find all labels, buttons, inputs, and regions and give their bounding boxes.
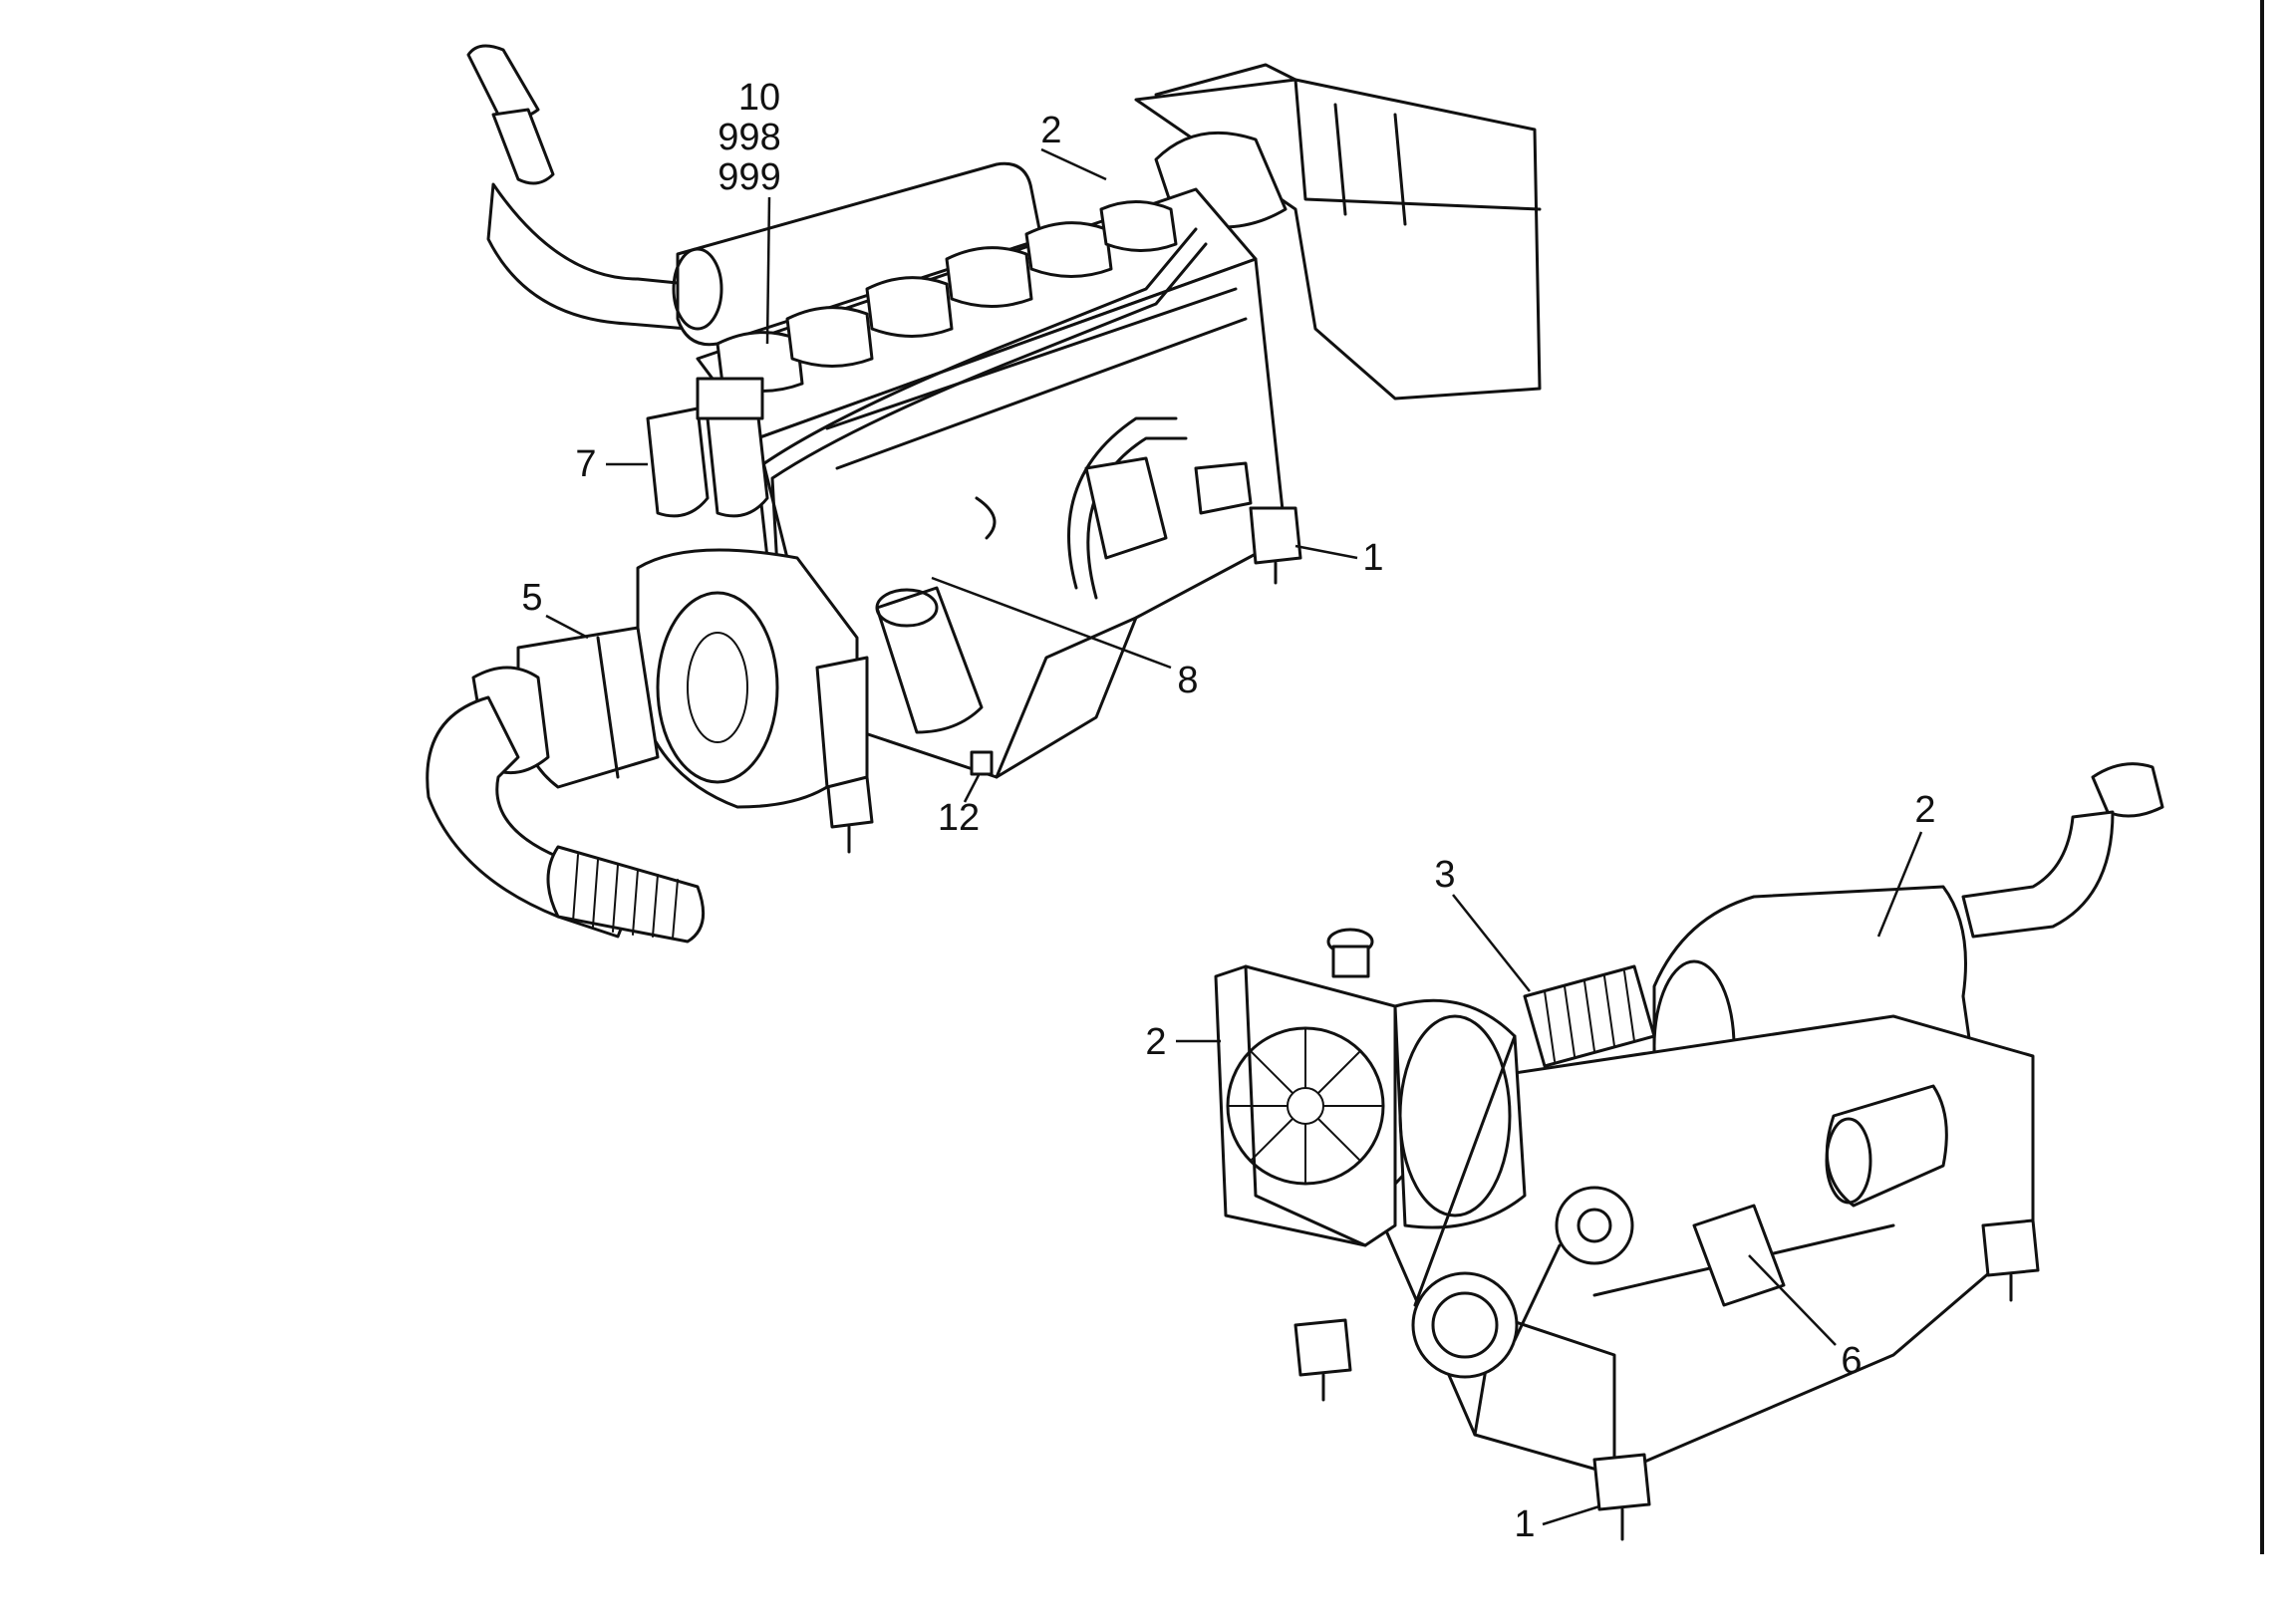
fuel-filters: [646, 377, 769, 518]
label-8: 8: [1177, 660, 1198, 701]
engine-rear-view-drawing: [426, 44, 1542, 944]
oil-filler-cap: [1326, 928, 1374, 978]
cooling-fan-shroud: [1214, 964, 1397, 1247]
label-2-top: 2: [1040, 110, 1061, 151]
leader-8: [931, 576, 1172, 670]
leader-2-top: [1040, 147, 1107, 181]
exhaust-pipe-front: [1961, 762, 2164, 939]
label-10: 10: [738, 77, 780, 119]
engine-mounts-top: [815, 506, 1302, 854]
label-998: 998: [718, 117, 780, 158]
leader-10: [765, 196, 771, 345]
label-1-bottom: 1: [1514, 1503, 1535, 1545]
leader-12: [963, 774, 981, 803]
label-1-top: 1: [1362, 537, 1383, 579]
blower-drum: [1393, 998, 1527, 1229]
label-7: 7: [575, 443, 596, 485]
starter-motor: [1692, 1084, 1948, 1307]
v-belt-drive: [1411, 1034, 1634, 1379]
engine-mounts-front: [1293, 1218, 2040, 1541]
oil-cooler-thermostat: [1084, 456, 1253, 560]
label-2-left: 2: [1145, 1021, 1166, 1063]
engine-front-view-drawing: [1214, 762, 2164, 1541]
suction-hose: [426, 695, 706, 944]
leader-6: [1748, 1254, 1837, 1346]
leader-1-top: [1294, 544, 1358, 560]
leader-1-bottom: [1542, 1504, 1600, 1526]
flywheel-housing: [636, 548, 859, 809]
oil-drain-plug: [970, 750, 994, 776]
label-2-right: 2: [1914, 789, 1935, 831]
leader-3: [1452, 894, 1531, 992]
intake-bellows: [1523, 964, 1656, 1068]
label-6: 6: [1841, 1340, 1862, 1382]
leader-2-right: [1876, 831, 1923, 938]
top-drawing-labels: 10 998 999 2 7 1 5 8 12: [521, 77, 1383, 839]
leader-5: [545, 614, 589, 640]
label-5: 5: [521, 577, 542, 619]
oil-filter: [875, 586, 984, 734]
exhaust-pipe: [466, 44, 690, 331]
bottom-drawing-labels: 3 2 2 6 1: [1145, 789, 1935, 1545]
label-12: 12: [938, 797, 980, 839]
cylinder-heads: [696, 187, 1258, 440]
label-999: 999: [718, 156, 780, 198]
label-3: 3: [1434, 854, 1455, 896]
